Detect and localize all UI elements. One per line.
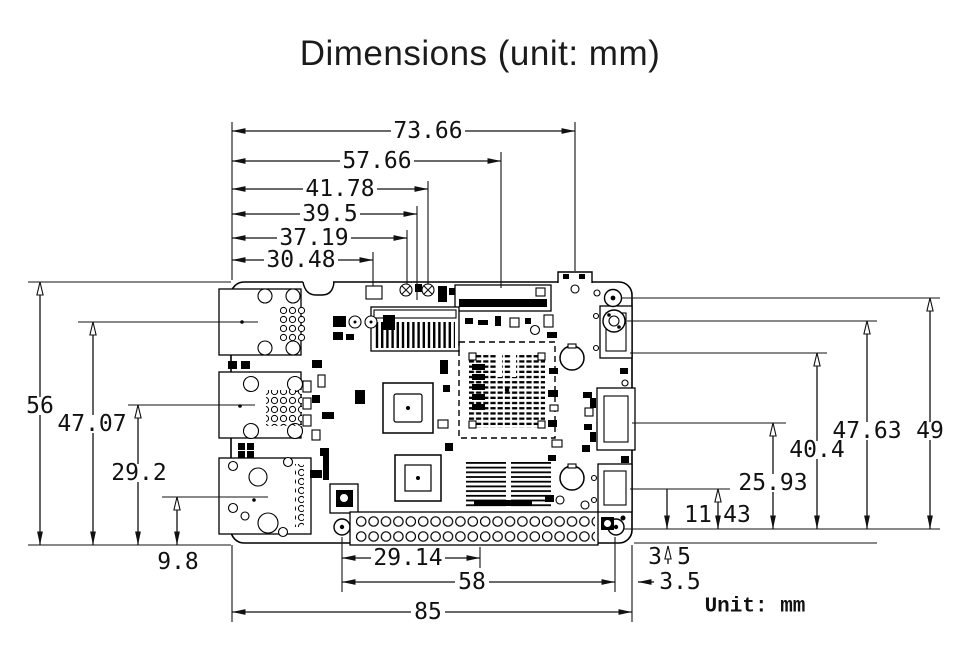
dim-label-right-47-63: 47.63	[832, 418, 901, 444]
bottom-dimensions	[231, 537, 672, 622]
dim-label-right-49: 49	[916, 418, 944, 444]
soc-chip	[355, 382, 434, 434]
audio-jack	[602, 309, 626, 333]
dim-label-bottom-29-14: 29.14	[373, 545, 442, 571]
unit-note: Unit: mm	[705, 596, 806, 619]
dim-label-left-9-8: 9.8	[157, 549, 199, 575]
dim-label-bottom-85: 85	[414, 599, 442, 625]
misc-components-b	[310, 360, 629, 521]
dim-label-right-11: 11	[684, 502, 712, 528]
capacitor-1	[559, 343, 585, 371]
right-connector-3	[590, 463, 633, 513]
gpio-header	[349, 511, 614, 546]
left-connector-3	[218, 456, 312, 538]
dim-label-top-73-66: 73.66	[393, 118, 462, 144]
dim-label-top-30-48: 30.48	[266, 247, 335, 273]
misc-components-a	[333, 314, 557, 340]
dim-label-top-39-5: 39.5	[302, 201, 357, 227]
dim-label-left-56: 56	[26, 393, 54, 419]
pad-array	[466, 461, 551, 509]
bga-footprint	[458, 341, 556, 439]
board-notch	[302, 280, 335, 296]
memory-chip	[394, 454, 442, 502]
mounting-hole-bottom-left	[333, 518, 351, 536]
solder-pad-cluster	[238, 443, 254, 458]
dim-label-left-47-07: 47.07	[57, 411, 126, 437]
dim-label-right-40-4: 40.4	[789, 437, 844, 463]
capacitor-2	[559, 463, 585, 491]
dim-label-right-25-93: 25.93	[738, 470, 807, 496]
right-connector-2	[590, 387, 636, 451]
dim-label-right-43: 43	[723, 502, 751, 528]
dim-label-corner-5: 5	[677, 544, 691, 570]
dim-label-top-37-19: 37.19	[279, 225, 348, 251]
dim-label-corner-3: 3	[648, 544, 662, 570]
dim-label-corner-3-5: 3.5	[659, 569, 701, 595]
pcb-board	[218, 271, 636, 546]
left-connector-2	[218, 361, 312, 440]
dim-label-top-57-66: 57.66	[342, 148, 411, 174]
top-components	[365, 283, 601, 312]
page-title: Dimensions (unit: mm)	[299, 34, 661, 73]
mounting-hole-top-right	[603, 288, 623, 308]
dim-label-bottom-58: 58	[458, 569, 486, 595]
dim-label-top-41-78: 41.78	[305, 176, 374, 202]
small-ic	[323, 452, 359, 514]
board-bump-connector	[557, 271, 593, 294]
dim-label-left-29-2: 29.2	[111, 460, 166, 486]
dimension-labels: 73.66 57.66 41.78 39.5 37.19 30.48 56 47…	[23, 118, 947, 625]
